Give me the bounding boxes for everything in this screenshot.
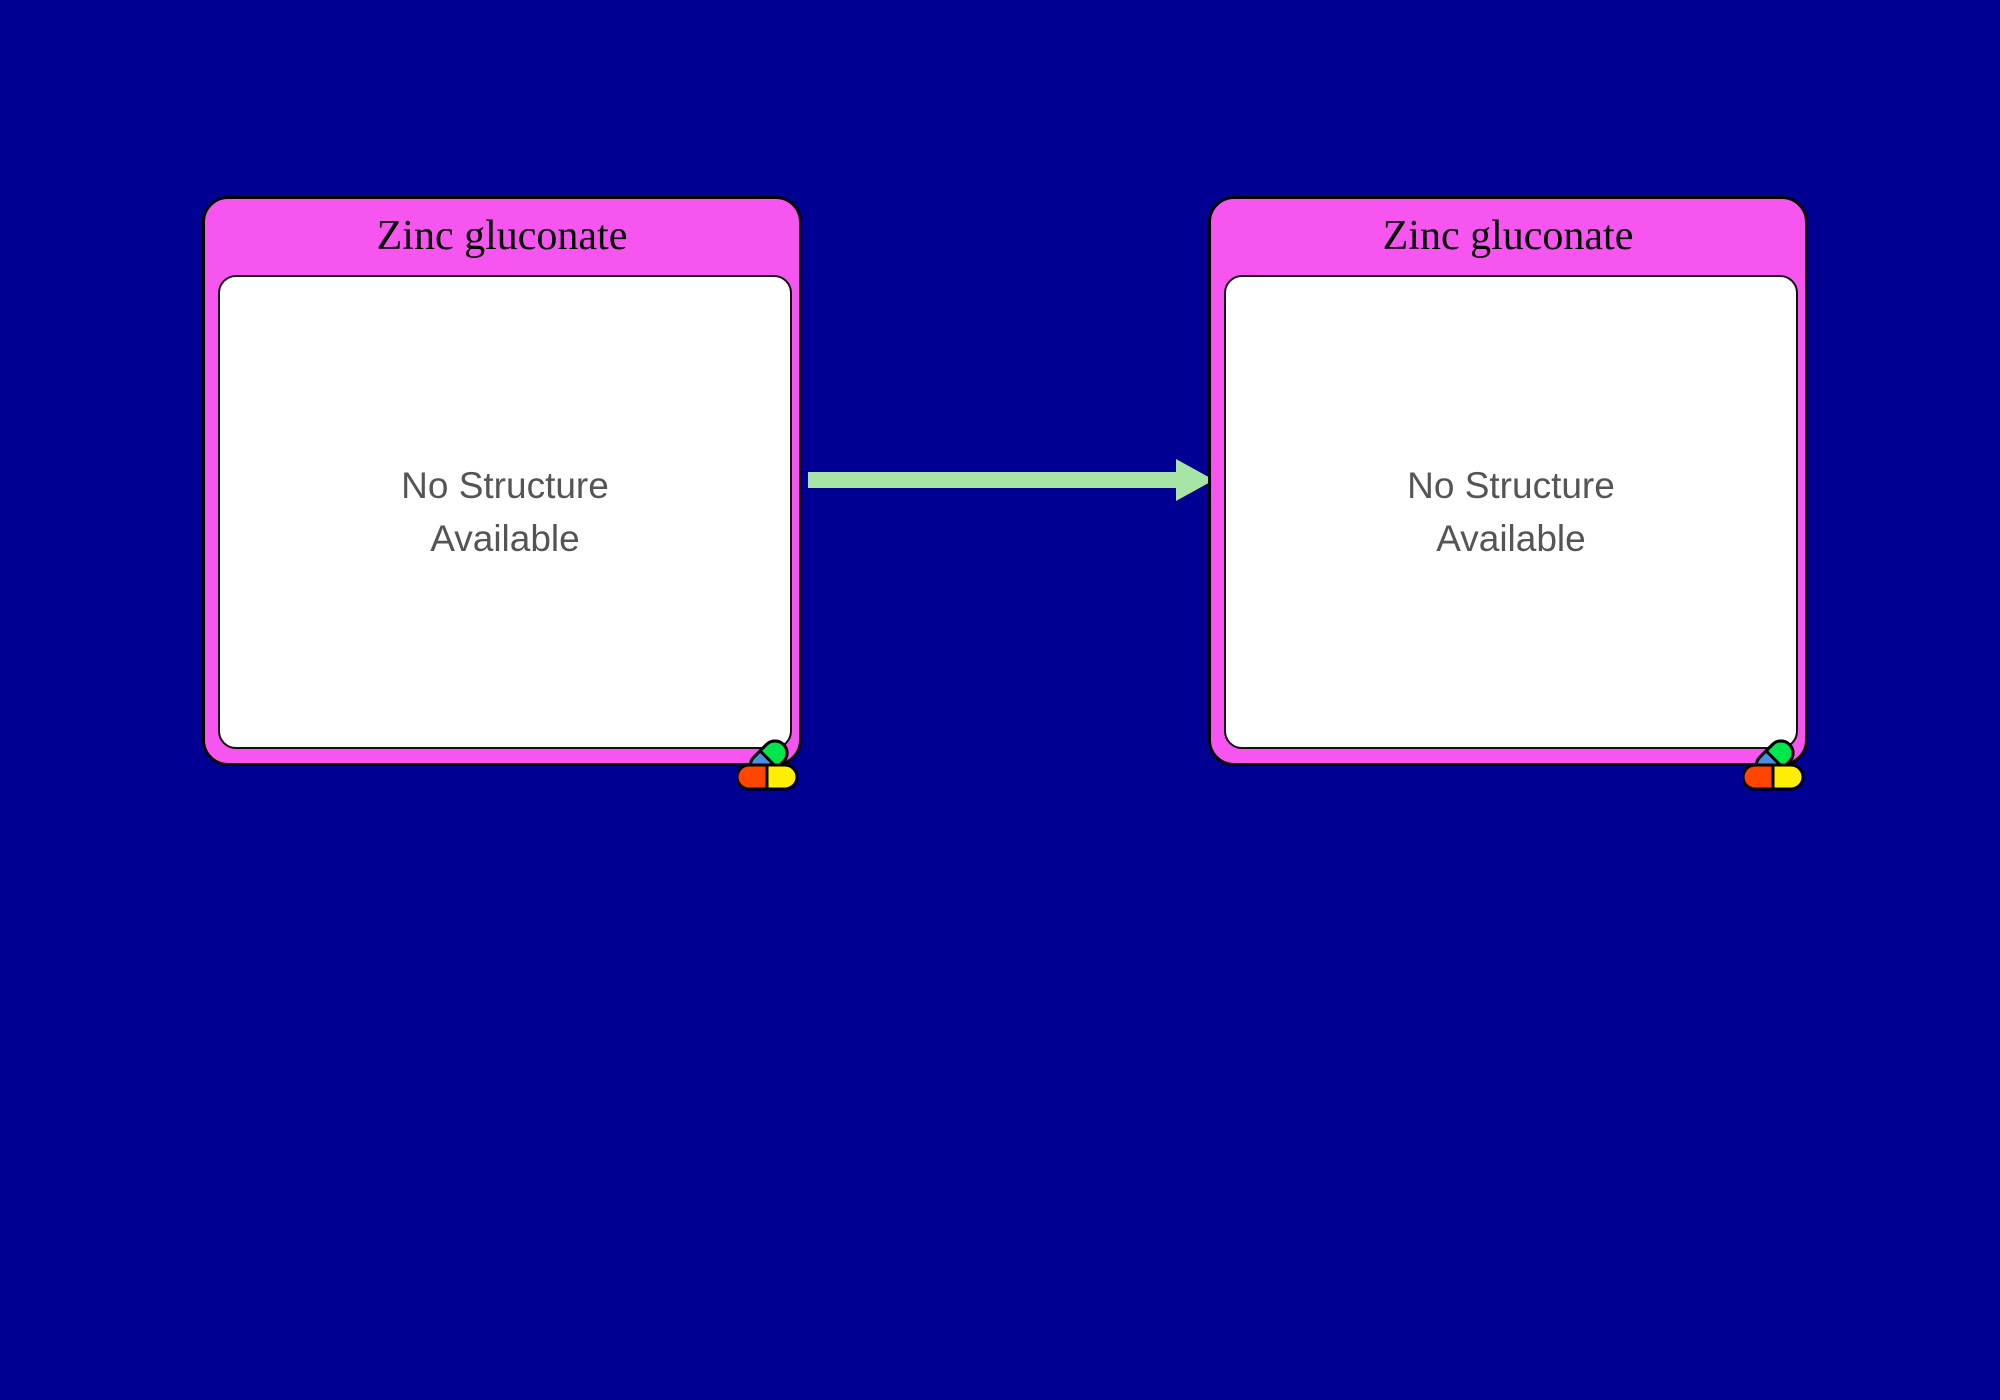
flow-arrow-left-to-right — [808, 459, 1214, 501]
structure-panel-left[interactable]: No Structure Available — [218, 275, 792, 749]
no-structure-message-left: No Structure Available — [401, 465, 609, 559]
compound-title-left: Zinc gluconate — [376, 213, 628, 259]
compound-card-left[interactable]: Zinc gluconate No Structure Available — [202, 196, 802, 791]
compound-card-right[interactable]: Zinc gluconate No Structure Available — [1208, 196, 1808, 791]
compound-title-right: Zinc gluconate — [1382, 213, 1634, 259]
structure-panel-right[interactable]: No Structure Available — [1224, 275, 1798, 749]
no-structure-message-right: No Structure Available — [1407, 465, 1615, 559]
